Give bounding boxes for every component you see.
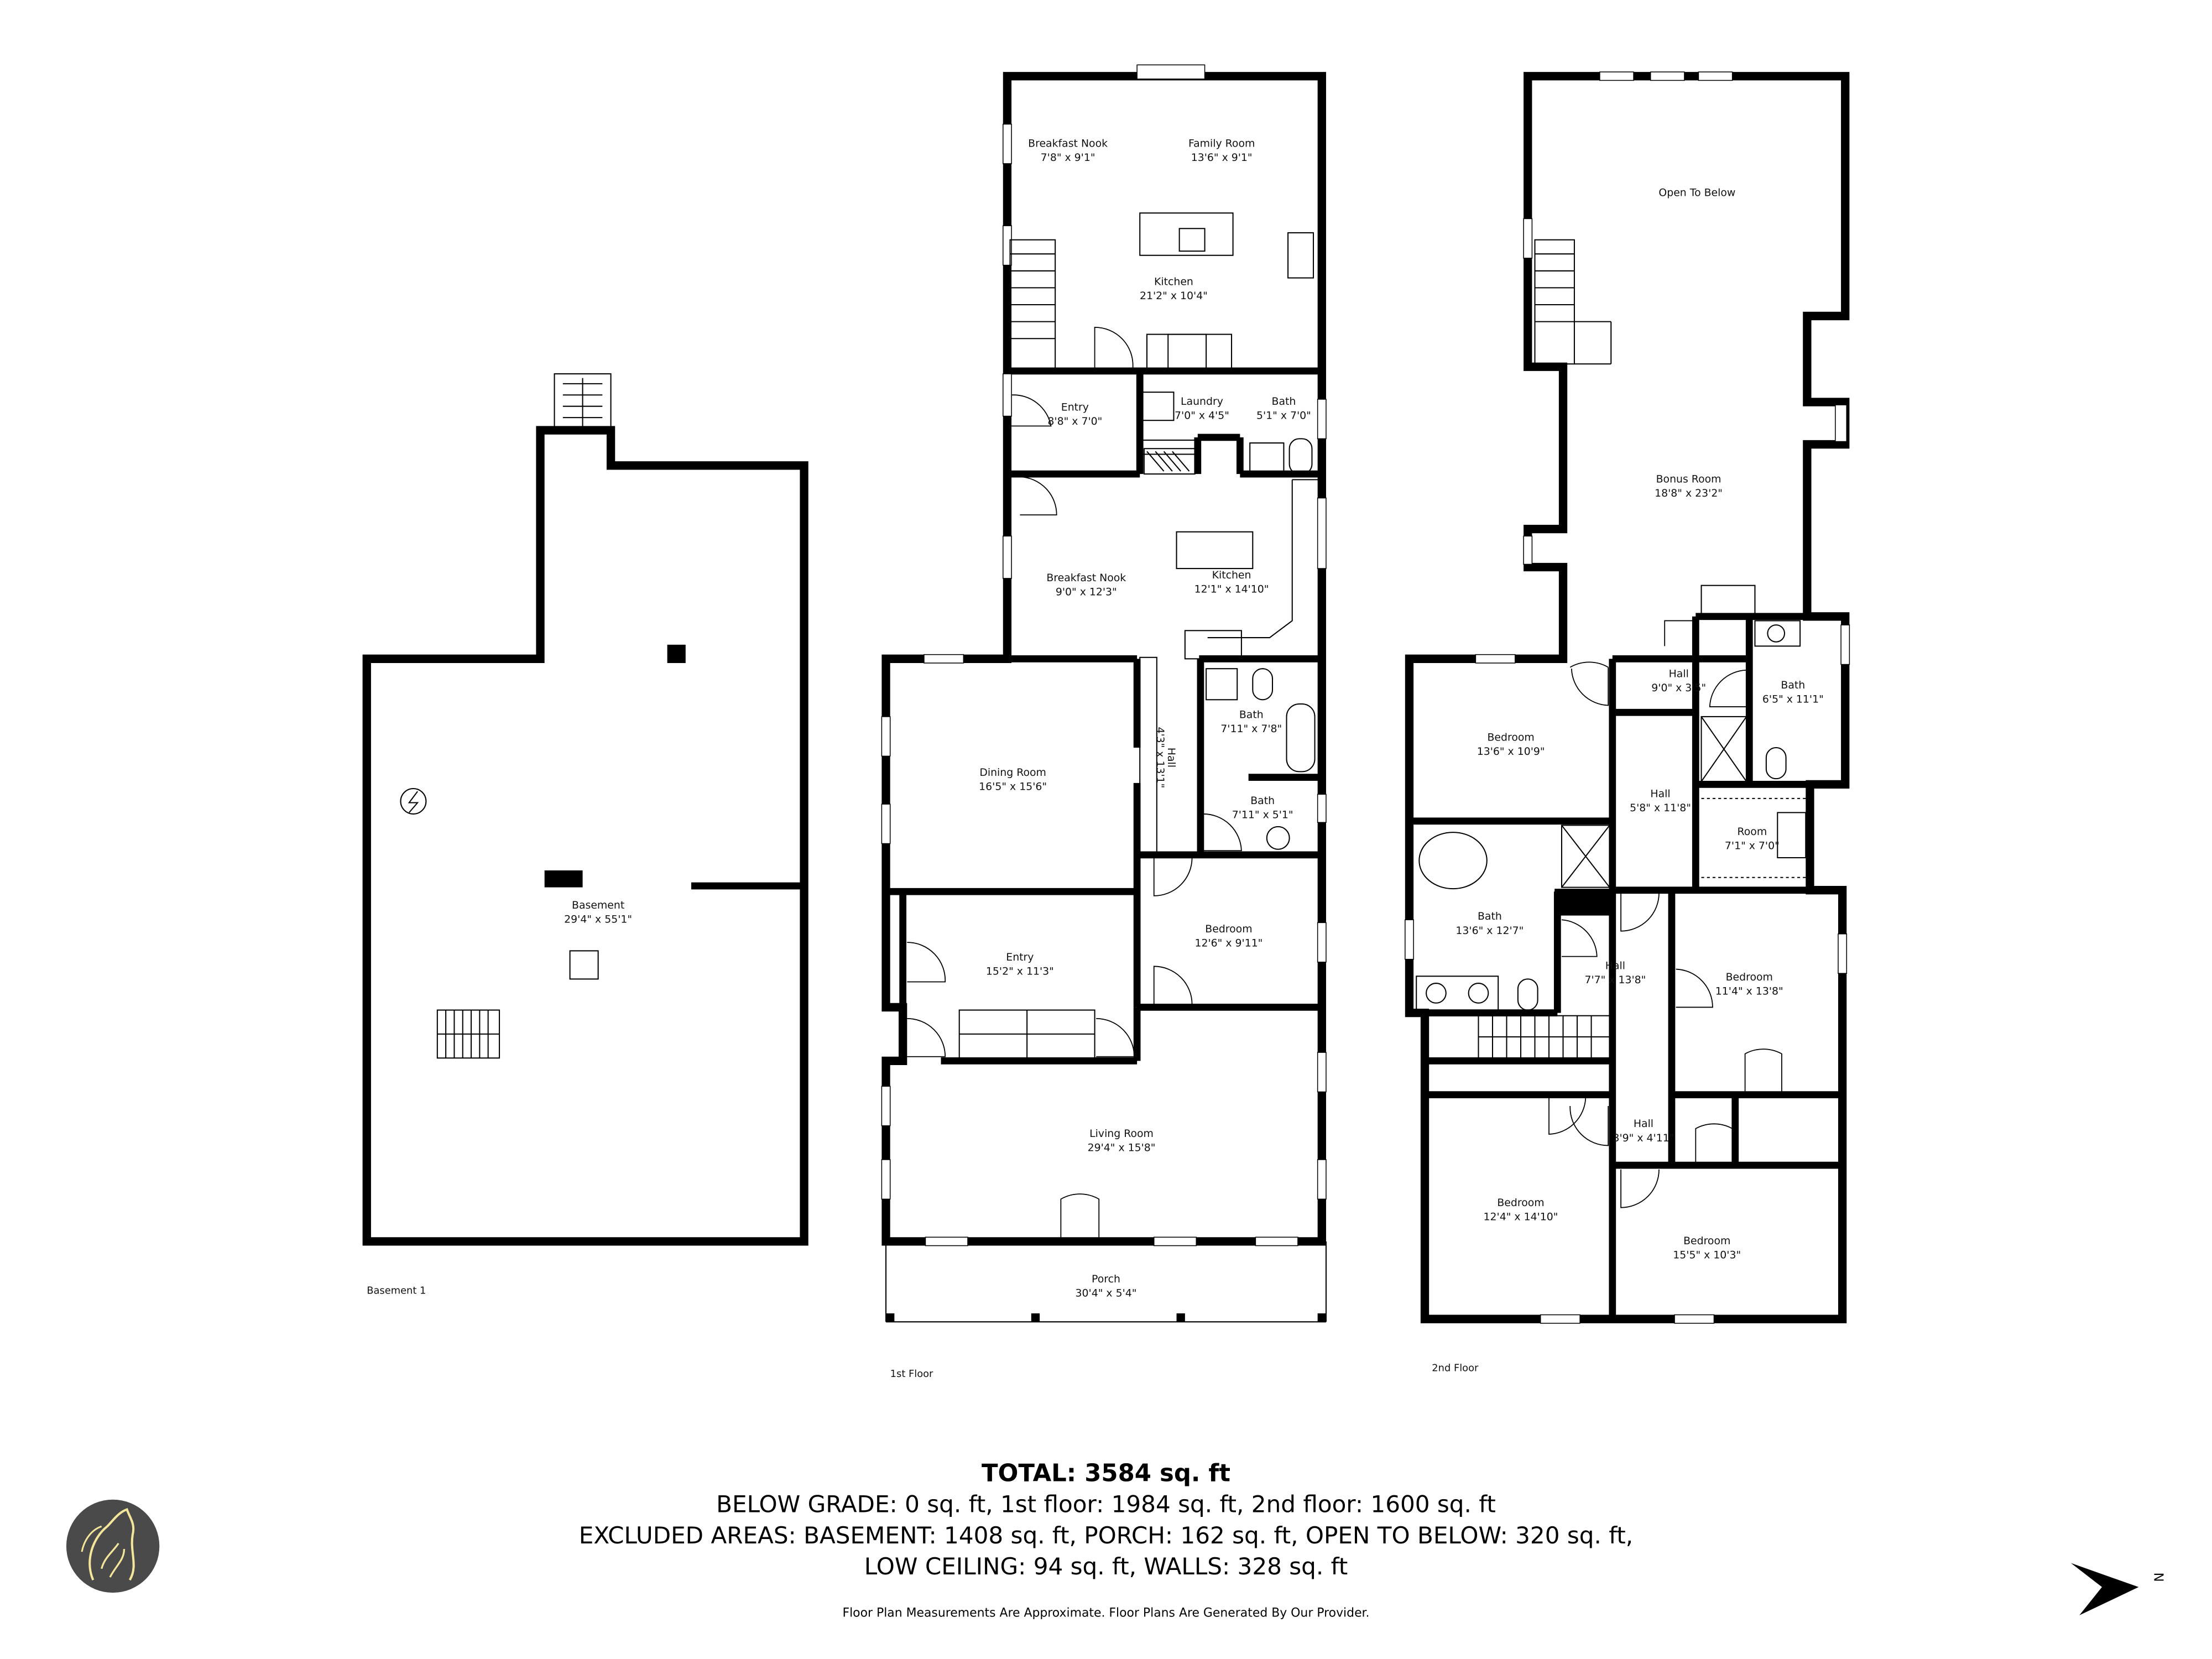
room-dims: 6'5" x 11'1" [1762,693,1824,705]
basement-stairs [436,1009,500,1059]
room-name: Family Room [1188,137,1255,149]
room-name: Laundry [1181,395,1223,408]
room-name: Entry [1061,401,1089,413]
room-dims: 12'4" x 14'10" [1484,1211,1558,1223]
room-name: Room [1738,826,1767,838]
room-dims: 29'4" x 15'8" [1088,1142,1156,1154]
room-dims: 7'1" x 7'0" [1725,840,1780,852]
room-dims: 7'7" x 13'8" [1584,974,1646,986]
room-name: Bath [1239,708,1264,721]
basement-fixture [569,950,599,980]
fireplace [1143,448,1196,475]
room-name: Bonus Room [1656,473,1721,485]
room-dims: 16'5" x 15'6" [979,781,1047,793]
porch [885,1241,1327,1323]
second-floor-windows [1405,71,1850,1324]
room-dims: 13'6" x 12'7" [1455,925,1524,937]
basement-column [667,644,686,663]
room-name: Dining Room [979,766,1046,779]
room-name: Bedroom [1497,1197,1544,1209]
room-dims: 11'4" x 13'8" [1715,985,1783,997]
floor-label-basement: Basement 1 [367,1285,426,1296]
basement-plan: Basement 29'4" x 55'1" Basement 1 [362,373,808,1296]
second-floor-doors [1548,620,1782,1208]
room-dims: 7'11" x 7'8" [1220,723,1282,735]
room-dims: 12'1" x 14'10" [1194,583,1269,595]
room-name: Bath [1250,795,1275,807]
floor-label-second: 2nd Floor [1432,1363,1479,1374]
north-label: N [2151,1572,2165,1582]
excluded-areas: EXCLUDED AREAS: BASEMENT: 1408 sq. ft, P… [579,1522,1633,1549]
total-area: TOTAL: 3584 sq. ft [982,1460,1230,1488]
room-name: Hall [1669,667,1689,680]
room-name: Open To Below [1658,187,1735,199]
room-name: Hall [1634,1118,1653,1130]
room-name: Bath [1272,395,1296,408]
room-name: Living Room [1089,1128,1154,1140]
second-floor-fixtures [1416,239,1807,1059]
room-dims: 4'3" x 13'1" [1154,727,1166,788]
room-name: Porch [1092,1273,1120,1285]
first-floor-plan: Breakfast Nook 7'8" x 9'1" Family Room 1… [881,64,1327,1380]
excluded-areas-cont: LOW CEILING: 94 sq. ft, WALLS: 328 sq. f… [864,1553,1348,1580]
north-arrow-icon: N [2070,1563,2165,1615]
room-name: Hall [1165,748,1177,768]
room-name: Breakfast Nook [1046,572,1126,584]
room-dims: 15'5" x 10'3" [1673,1249,1741,1261]
room-dims: 12'6" x 9'11" [1195,937,1263,950]
room-dims: 9'0" x 3'5" [1651,682,1706,694]
floor-label-first: 1st Floor [890,1368,933,1380]
room-dims: 7'8" x 9'1" [1041,152,1095,164]
room-dims: 21'2" x 10'4" [1140,290,1208,302]
basement-outline [362,426,808,1246]
room-dims: 13'6" x 10'9" [1477,745,1545,758]
first-floor-windows [881,64,1327,1246]
room-name: Entry [1006,951,1034,963]
room-dims: 15'2" x 11'3" [986,966,1054,978]
room-dims: 7'11" x 5'1" [1232,809,1293,821]
room-name: Bedroom [1205,923,1252,935]
room-name: Bedroom [1487,731,1534,743]
area-summary: TOTAL: 3584 sq. ft BELOW GRADE: 0 sq. ft… [579,1460,1633,1620]
room-name: Basement [572,899,624,911]
room-name: Kitchen [1154,275,1193,288]
second-floor-interior-walls [1409,613,1845,1319]
electrical-panel-icon [400,788,427,815]
room-dims: 18'8" x 23'2" [1655,487,1723,499]
first-floor-fixtures [958,212,1321,1059]
room-dims: 5'1" x 7'0" [1256,410,1311,422]
room-name: Hall [1605,960,1625,972]
room-dims: 13'6" x 9'1" [1191,152,1253,164]
basement-stair-treads [562,378,603,431]
room-dims: 8'8" x 7'0" [1047,415,1102,427]
room-name: Kitchen [1212,569,1251,581]
room-dims: 3'9" x 4'11" [1613,1132,1674,1144]
room-dims: 7'0" x 4'5" [1175,410,1229,422]
first-floor-doors [907,326,1242,1239]
area-breakdown: BELOW GRADE: 0 sq. ft, 1st floor: 1984 s… [716,1491,1496,1518]
room-name: Bedroom [1726,971,1773,983]
basement-chimney [544,870,583,888]
room-name: Bedroom [1683,1235,1730,1247]
room-name: Breakfast Nook [1028,137,1108,149]
room-dims: 5'8" x 11'8" [1630,802,1691,814]
room-name: Hall [1650,787,1670,800]
room-dims: 30'4" x 5'4" [1076,1287,1137,1299]
disclaimer: Floor Plan Measurements Are Approximate.… [842,1606,1369,1620]
room-name: Bath [1478,910,1502,922]
room-dims: 29'4" x 55'1" [564,913,632,925]
room-name: Bath [1781,679,1805,691]
room-dims: 9'0" x 12'3" [1056,586,1117,598]
wolf-logo-icon [66,1499,160,1593]
second-floor-plan: Open To Below Bonus Room 18'8" x 23'2" H… [1405,71,1850,1374]
